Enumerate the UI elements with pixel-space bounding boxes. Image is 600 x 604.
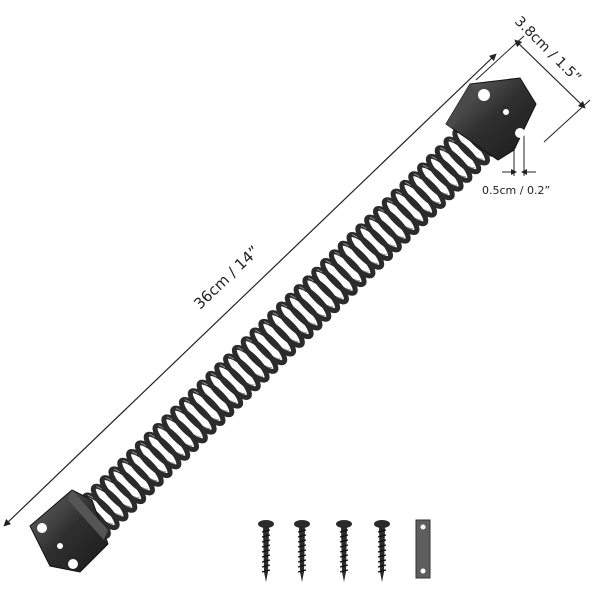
accessories (258, 519, 431, 582)
spring-coil-highlight (136, 442, 167, 473)
spring-coil-highlight (304, 277, 335, 308)
width-label: 3.8cm / 1.5” (511, 14, 584, 87)
width-dimension-line (514, 39, 586, 109)
spring-coil-highlight (295, 285, 326, 317)
spring-coil-highlight (154, 424, 185, 455)
spring-coil-highlight (127, 450, 158, 481)
spring-coil-highlight (242, 337, 273, 369)
spring-coil-highlight (171, 407, 203, 438)
spring-coil-highlight (145, 433, 176, 464)
spring-coil (73, 119, 499, 539)
screw (258, 520, 274, 582)
spring-coil-highlight (313, 268, 344, 299)
spring-coil-highlight (260, 320, 291, 351)
spring-coil-highlight (286, 294, 317, 325)
bottom-mounting-bracket (29, 489, 109, 573)
top-mounting-bracket (445, 77, 537, 161)
mounting-hole (503, 109, 509, 115)
hole-label: 0.5cm / 0.2” (482, 184, 550, 197)
plate-hole (420, 524, 426, 530)
mounting-hole (37, 523, 47, 533)
spring-coil-highlight (189, 390, 220, 421)
spring-coil-highlight (216, 364, 247, 395)
strike-plate (415, 519, 431, 579)
spring-coil-highlight (83, 494, 114, 525)
length-dimension-line (3, 53, 497, 527)
spring-coil-highlight (101, 476, 132, 508)
spring-coil-highlight (119, 459, 150, 490)
spring-coil-highlight (233, 346, 264, 377)
mounting-hole (515, 128, 525, 138)
plate-hole (420, 568, 426, 574)
spring-coil-highlight (110, 468, 141, 499)
spring-coil-highlight (268, 311, 300, 343)
mounting-hole (57, 543, 63, 549)
spring-coil-highlight (198, 381, 229, 412)
mounting-hole (478, 89, 490, 101)
spring-coil-highlight (339, 242, 370, 273)
spring-coil-highlight (251, 329, 282, 360)
screw (374, 520, 390, 582)
spring-coil-highlight (92, 485, 123, 516)
screw (336, 520, 352, 582)
length-label: 36cm / 14” (190, 242, 263, 313)
spring-coil-highlight (224, 355, 255, 386)
length-dimension: 36cm / 14” (3, 53, 497, 527)
spring-coil-highlight (330, 251, 361, 282)
spring-coil-highlight (321, 259, 352, 290)
spring-coil-highlight (207, 372, 238, 403)
spring-coil-highlight (180, 398, 211, 429)
mounting-hole (68, 559, 78, 569)
spring-coil-highlight (163, 416, 194, 447)
screw (294, 520, 310, 582)
spring-coil-highlight (277, 303, 308, 334)
